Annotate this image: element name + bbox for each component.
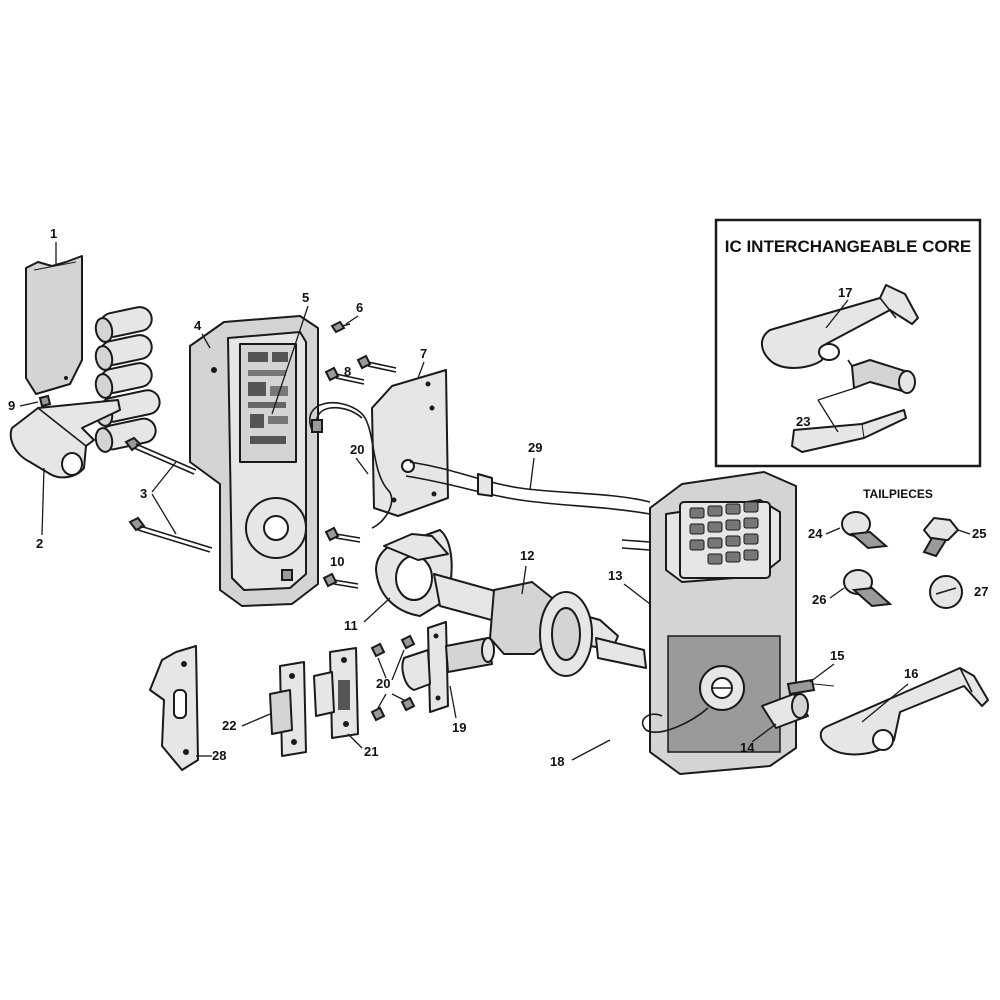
- battery-icon: [94, 334, 153, 371]
- callout-9: 9: [8, 398, 15, 413]
- lanyard-18: [641, 707, 709, 733]
- cable-29: [405, 461, 651, 515]
- tailpiece-24: [841, 511, 889, 550]
- tailpiece-25: [922, 517, 959, 558]
- callout-15: 15: [830, 648, 844, 663]
- lever-handle-icon: [9, 399, 121, 479]
- battery-cover-1: [25, 255, 83, 395]
- callout-19: 19: [452, 720, 466, 735]
- ic-control-key-23: [791, 409, 907, 453]
- screw-icon: [370, 634, 416, 722]
- callout-10: 10: [330, 554, 344, 569]
- callout-23: 23: [796, 414, 810, 429]
- batteries: [94, 306, 161, 453]
- callout-20-bottom: 20: [376, 676, 390, 691]
- callout-29: 29: [528, 440, 542, 455]
- callout-16: 16: [904, 666, 918, 681]
- inside-housing-4: [189, 315, 319, 607]
- tailpiece-27: [929, 575, 963, 609]
- mounting-plate-7: [371, 369, 449, 517]
- callout-5: 5: [302, 290, 309, 305]
- callout-7: 7: [420, 346, 427, 361]
- spring-clip-15: [786, 678, 835, 696]
- ic-lever-17: [761, 284, 919, 369]
- wire-harness-20: [309, 401, 393, 529]
- battery-icon: [94, 417, 157, 453]
- callout-17: 17: [838, 285, 852, 300]
- callout-21: 21: [364, 744, 378, 759]
- battery-icon: [94, 362, 153, 399]
- callout-25: 25: [972, 526, 986, 541]
- mounting-ring-11: [375, 529, 453, 617]
- callout-26: 26: [812, 592, 826, 607]
- callout-3: 3: [140, 486, 147, 501]
- callout-13: 13: [608, 568, 622, 583]
- callout-4: 4: [194, 318, 202, 333]
- strike-21: [313, 647, 359, 739]
- callout-22: 22: [222, 718, 236, 733]
- callout-18: 18: [550, 754, 564, 769]
- callout-27: 27: [974, 584, 988, 599]
- tailpieces-title: TAILPIECES: [863, 487, 933, 501]
- lever-handle-icon: [819, 667, 989, 756]
- inset-title: IC INTERCHANGEABLE CORE: [725, 237, 972, 256]
- screw-icon: [324, 354, 397, 385]
- callout-24: 24: [808, 526, 823, 541]
- keypad-icon: [679, 501, 771, 579]
- callout-28: 28: [212, 748, 226, 763]
- callout-11: 11: [344, 618, 358, 633]
- callout-20-top: 20: [350, 442, 364, 457]
- screw-icon: [330, 320, 351, 334]
- callout-6: 6: [356, 300, 363, 315]
- screw-icon: [322, 526, 361, 589]
- set-screw-9: [38, 394, 52, 408]
- callout-12: 12: [520, 548, 534, 563]
- ic-core-inset: IC INTERCHANGEABLE CORE 17 23: [714, 218, 982, 468]
- cam-14: [761, 693, 809, 729]
- callout-2: 2: [36, 536, 43, 551]
- callout-8: 8: [344, 364, 351, 379]
- lock-chassis-12: [433, 573, 647, 677]
- tailpiece-26: [843, 569, 893, 608]
- callout-14: 14: [740, 740, 755, 755]
- dust-box-22: [269, 661, 307, 757]
- through-bolts-3: [124, 436, 213, 553]
- latch-19: [401, 621, 495, 713]
- full-lip-strike-28: [149, 645, 199, 771]
- keypad-housing-13: [649, 471, 797, 775]
- battery-icon: [94, 306, 153, 343]
- callout-1: 1: [50, 226, 57, 241]
